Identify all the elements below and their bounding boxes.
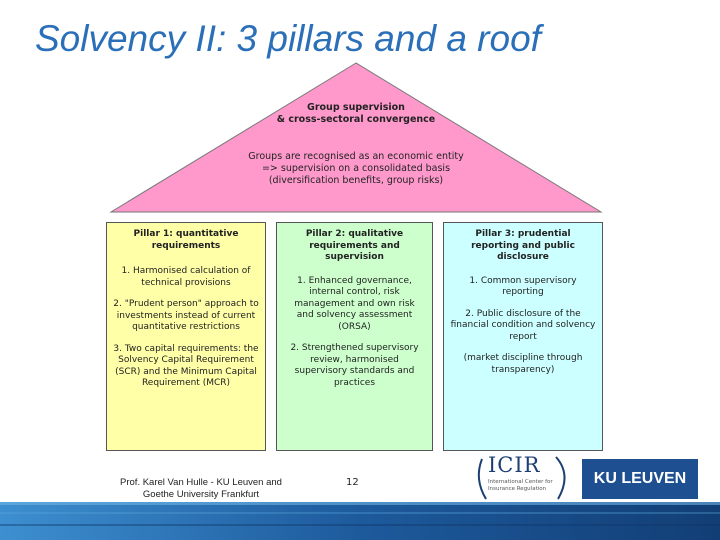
page-number: 12 (346, 477, 359, 488)
pillar-1-item-2: 2. "Prudent person" approach to investme… (113, 299, 259, 332)
pillar-1: Pillar 1: quantitative requirements 1. H… (106, 222, 266, 451)
pillar-2: Pillar 2: qualitative requirements and s… (276, 222, 433, 451)
pillar-1-title: Pillar 1: quantitative requirements (133, 229, 239, 251)
roof-body-line-1: Groups are recognised as an economic ent… (248, 151, 464, 162)
icir-logo: ICIR International Center for Insurance … (472, 453, 572, 501)
roof-body-line-2: => supervision on a consolidated basis (261, 163, 451, 174)
roof-heading-line-1: Group supervision (307, 102, 405, 113)
roof-body-line-3: (diversification benefits, group risks) (268, 175, 444, 186)
pillar-3-title: Pillar 3: prudential reporting and publi… (471, 229, 575, 262)
pillar-2-item-2: 2. Strengthened supervisory review, harm… (290, 343, 419, 388)
roof-heading-line-2: & cross-sectoral convergence (276, 114, 436, 125)
pillar-1-item-1: 1. Harmonised calculation of technical p… (121, 266, 251, 288)
icir-wordmark: ICIR (488, 453, 541, 477)
pillar-1-item-3: 3. Two capital requirements: the Solvenc… (113, 343, 259, 389)
slide-title: Solvency II: 3 pillars and a roof (35, 18, 541, 59)
footer-author: Prof. Karel Van Hulle - KU Leuven and Go… (120, 477, 282, 500)
bottom-band (0, 502, 720, 540)
pillar-3-item-1: 1. Common supervisory reporting (469, 275, 577, 298)
pillar-3: Pillar 3: prudential reporting and publi… (443, 222, 603, 451)
pillar-3-item-2: 2. Public disclosure of the financial co… (450, 308, 596, 342)
ku-leuven-logo: KU LEUVEN (582, 459, 698, 499)
icir-swoosh-icon (477, 456, 566, 500)
roof-shape (109, 62, 603, 213)
pillar-2-item-1: 1. Enhanced governance, internal control… (294, 275, 415, 332)
icir-subtitle: International Center for Insurance Regul… (488, 479, 553, 492)
roof-body: Groups are recognised as an economic ent… (226, 151, 486, 187)
pillar-3-item-3: (market discipline through transparency) (463, 353, 583, 375)
roof-heading: Group supervision & cross-sectoral conve… (226, 102, 486, 126)
pillar-2-title: Pillar 2: qualitative requirements and s… (305, 229, 404, 262)
